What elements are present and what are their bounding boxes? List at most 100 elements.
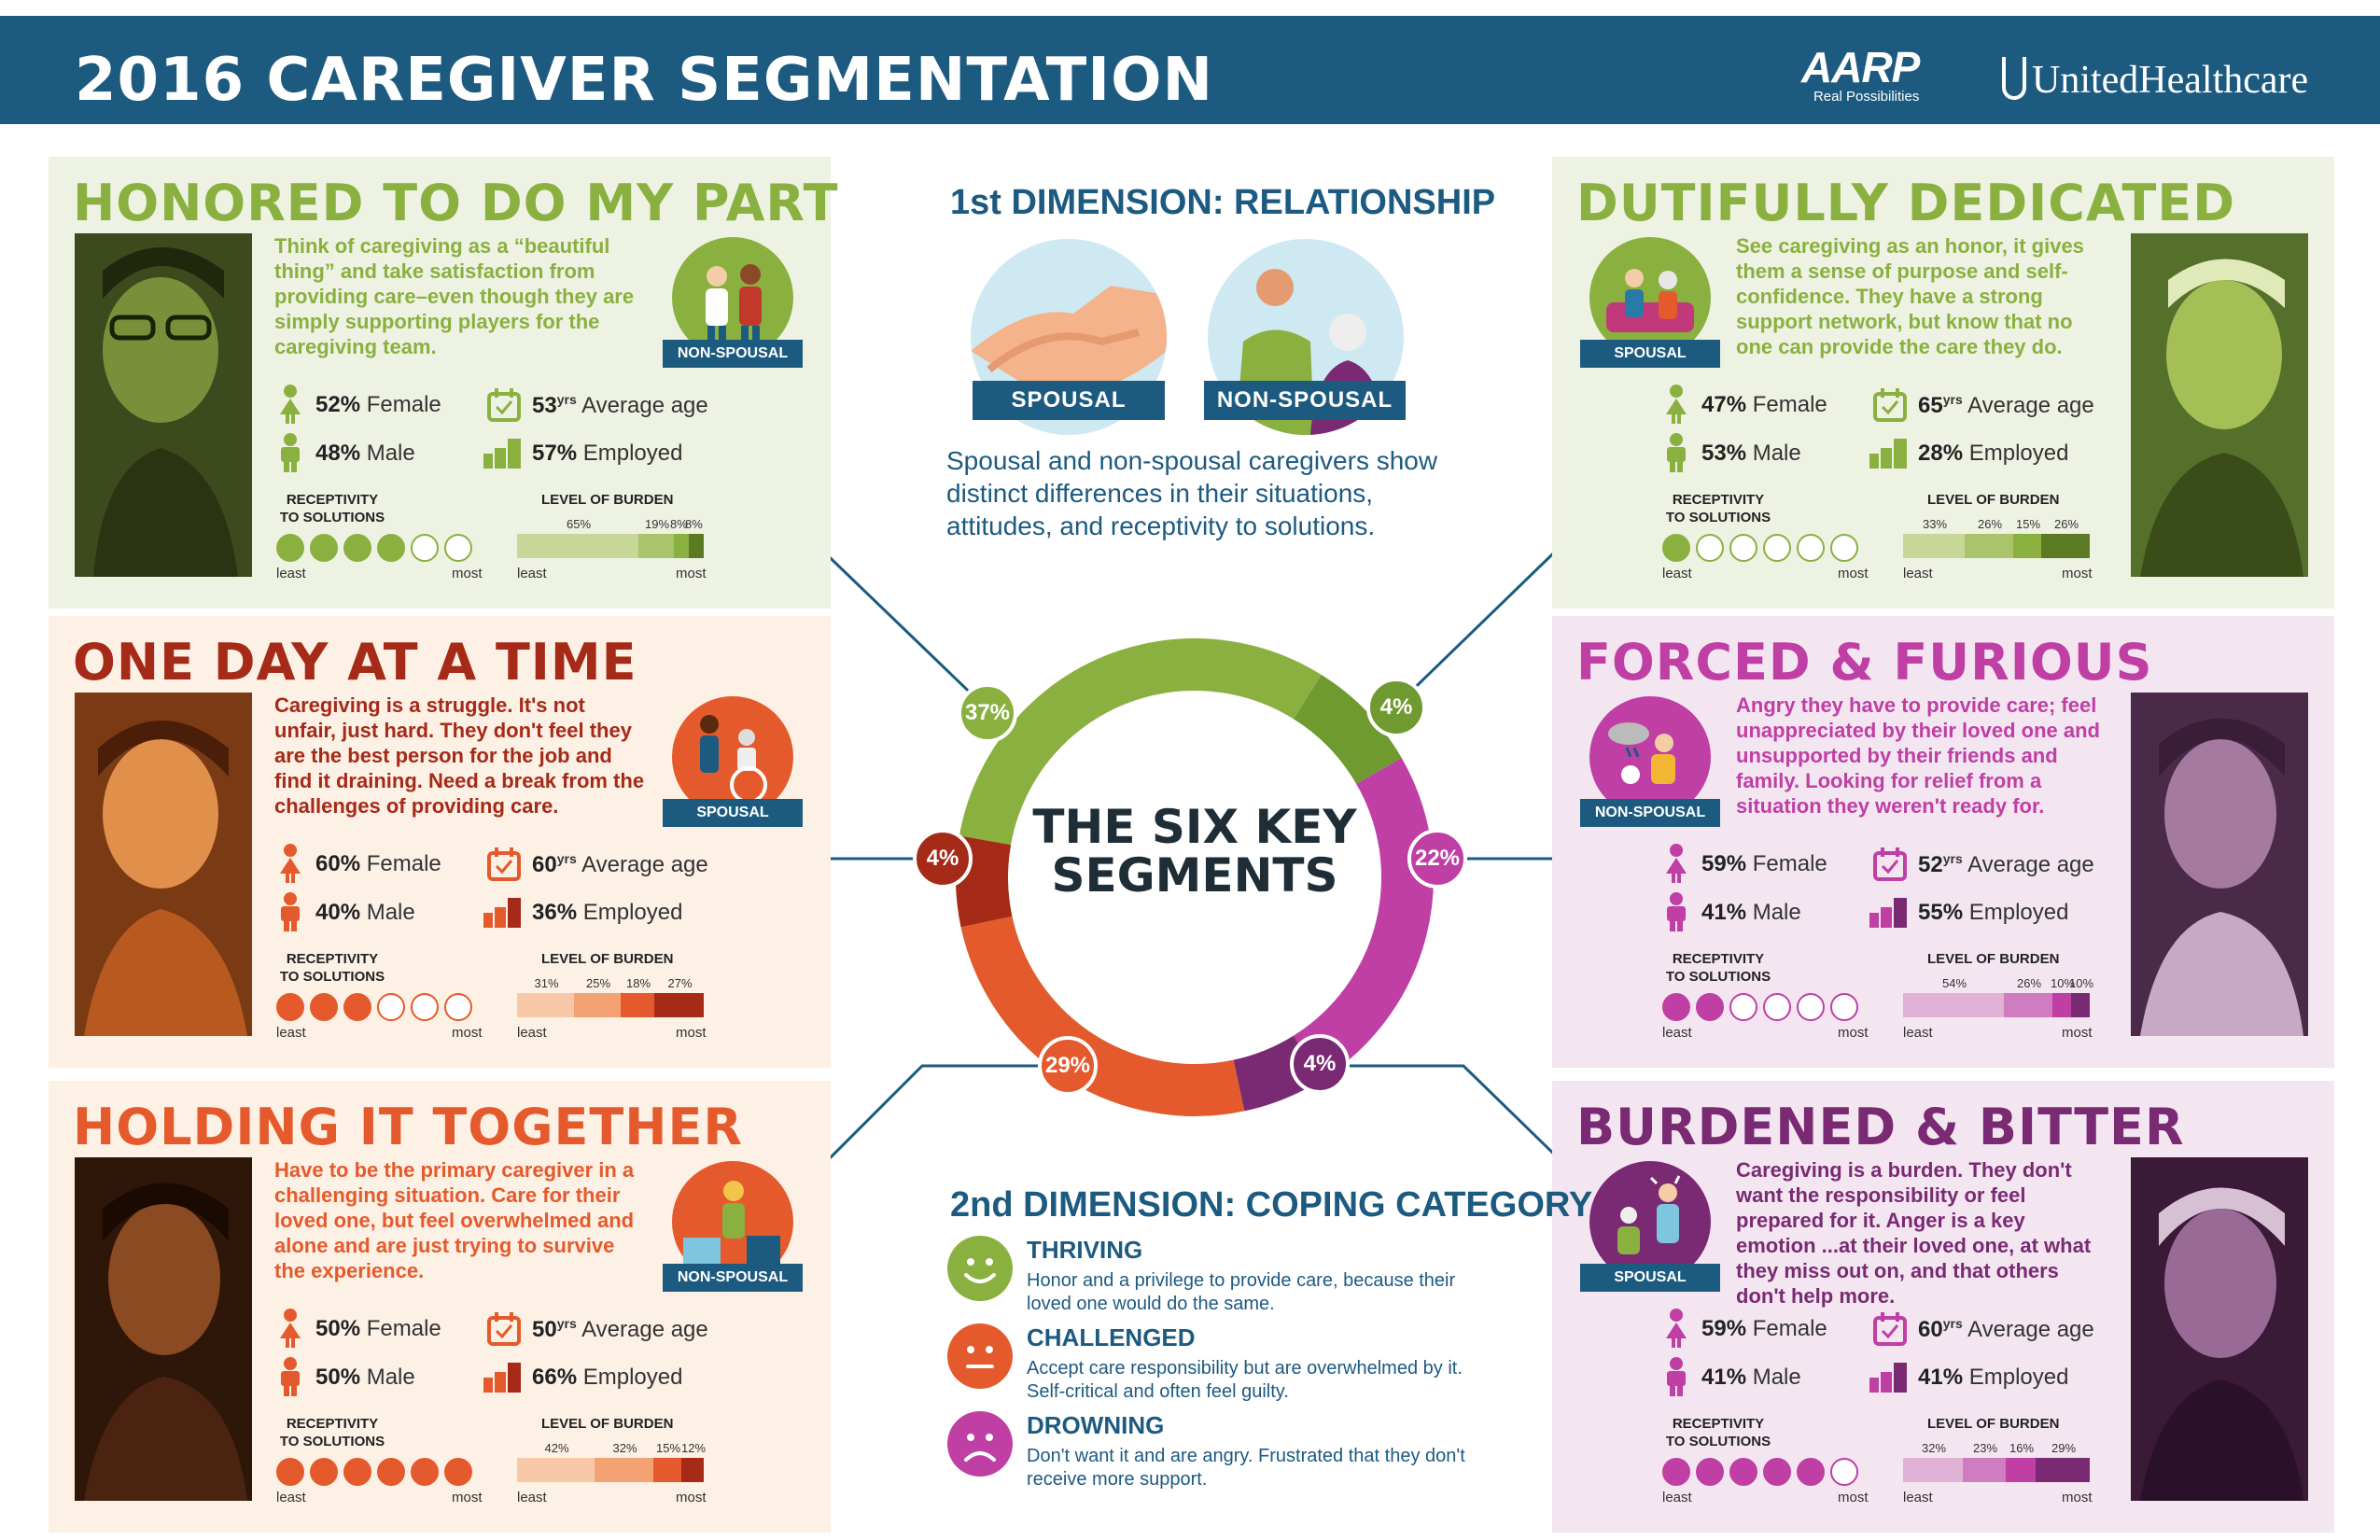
non-spousal-ribbon: NON-SPOUSAL	[1204, 381, 1406, 420]
burden-segment	[674, 534, 689, 558]
burden-pct-label: 16%	[2009, 1441, 2035, 1455]
pct-bubble-holding: 29%	[1038, 1036, 1098, 1096]
burden-heading: LEVEL OF BURDEN	[541, 492, 674, 508]
segment-title: DUTIFULLY DEDICATED	[1576, 174, 2236, 232]
caregiver-photo	[2131, 233, 2308, 577]
age-value: 50	[532, 1317, 557, 1342]
male-icon	[278, 1357, 302, 1401]
receptivity-dot-empty	[1763, 534, 1791, 562]
burden-pct-label: 10%	[2051, 976, 2076, 990]
female-stat: 60% Female	[315, 851, 441, 877]
couple-sofa-icon	[1589, 237, 1711, 358]
burden-segment	[517, 993, 574, 1017]
relationship-badge: NON-SPOUSAL	[1580, 696, 1720, 836]
female-label: Female	[1752, 1316, 1827, 1341]
header-banner: 2016 CAREGIVER SEGMENTATION AARP Real Po…	[0, 16, 2380, 124]
female-stat: 59% Female	[1701, 1316, 1827, 1342]
receptivity-dots	[1662, 534, 1858, 562]
storm-cloud-icon	[1589, 696, 1711, 818]
pct-bubble-honored: 37%	[958, 683, 1017, 743]
to-solutions-label: TO SOLUTIONS	[279, 969, 385, 985]
female-pct: 52%	[315, 392, 361, 417]
most-label: most	[1838, 1025, 1869, 1041]
burden-segment	[653, 1458, 681, 1482]
burden-pct-label: 15%	[2016, 517, 2041, 531]
female-label: Female	[366, 392, 441, 417]
male-label: Male	[366, 900, 415, 925]
female-label: Female	[366, 851, 441, 876]
age-stat: 60yrs Average age	[532, 851, 708, 878]
age-stat: 60yrs Average age	[1918, 1316, 2094, 1343]
receptivity-dot-filled	[276, 534, 304, 562]
happy-face-icon	[947, 1236, 1013, 1301]
caregiver-photo	[2131, 1157, 2308, 1501]
segment-description: See caregiving as an honor, it gives the…	[1736, 234, 2084, 358]
yrs-unit: yrs	[1942, 851, 1963, 866]
male-label: Male	[366, 441, 415, 466]
male-stat: 50% Male	[315, 1365, 415, 1391]
coping-name: THRIVING	[1027, 1236, 1143, 1264]
pct-bubble-oneday: 4%	[913, 829, 973, 889]
receptivity-dots	[1662, 1458, 1858, 1486]
age-value: 60	[1918, 1317, 1943, 1342]
receptivity-dot-filled	[1696, 993, 1724, 1021]
age-label: Average age	[581, 393, 708, 418]
receptivity-dot-empty	[444, 993, 472, 1021]
receptivity-dot-empty	[1830, 1458, 1858, 1486]
receptivity-dots	[1662, 993, 1858, 1021]
burden-pcts: 33%26%15%26%	[1903, 517, 2090, 532]
calendar-icon	[1873, 1312, 1907, 1351]
burden-heading: LEVEL OF BURDEN	[1927, 951, 2060, 967]
male-icon	[278, 892, 302, 936]
spousal-ribbon: SPOUSAL	[973, 381, 1165, 420]
segment-card-forced: FORCED & FURIOUS Angry they have to prov…	[1552, 616, 2334, 1068]
burden-segment	[621, 993, 654, 1017]
age-stat: 52yrs Average age	[1918, 851, 2094, 878]
donut-arc-oneday	[956, 835, 1013, 928]
burden-segment	[1965, 534, 2013, 558]
burden-segment	[1903, 993, 2004, 1017]
receptivity-dot-empty	[411, 534, 439, 562]
relationship-label: SPOUSAL	[663, 799, 803, 827]
employed-label: Employed	[1968, 1365, 2069, 1390]
caregiver-photo	[75, 693, 252, 1036]
unitedhealthcare-logo: UnitedHealthcare	[2002, 57, 2308, 103]
female-stat: 47% Female	[1701, 392, 1827, 418]
male-pct: 40%	[315, 900, 361, 925]
employment-icon	[1869, 898, 1907, 932]
male-stat: 41% Male	[1701, 900, 1801, 926]
male-stat: 53% Male	[1701, 441, 1801, 467]
burden-bar	[1903, 1458, 2090, 1482]
male-icon	[1664, 1357, 1688, 1401]
age-label: Average age	[1967, 852, 2094, 877]
aarp-logo: AARP Real Possibilities	[1801, 42, 1920, 105]
burden-heading: LEVEL OF BURDEN	[541, 951, 674, 967]
receptivity-dots	[276, 534, 472, 562]
burden-pct-label: 54%	[1942, 976, 1967, 990]
female-stat: 52% Female	[315, 392, 441, 418]
receptivity-dots	[276, 1458, 472, 1486]
male-stat: 41% Male	[1701, 1365, 1801, 1391]
burden-heading: LEVEL OF BURDEN	[1927, 1416, 2060, 1432]
receptivity-dot-filled	[377, 1458, 405, 1486]
employment-icon	[483, 439, 521, 473]
employed-label: Employed	[582, 1365, 683, 1390]
receptivity-dot-filled	[310, 534, 338, 562]
coping-name: CHALLENGED	[1027, 1323, 1196, 1351]
aarp-logo-text: AARP	[1801, 43, 1920, 91]
burden-bar	[517, 1458, 704, 1482]
employed-label: Employed	[582, 900, 683, 925]
female-label: Female	[1752, 851, 1827, 876]
burden-pct-label: 18%	[626, 976, 651, 990]
burden-pct-label: 26%	[2054, 517, 2079, 531]
age-value: 53	[532, 393, 557, 418]
yrs-unit: yrs	[556, 851, 577, 866]
male-label: Male	[1752, 1365, 1801, 1390]
receptivity-dot-empty	[1696, 534, 1724, 562]
employed-pct: 55%	[1918, 900, 1964, 925]
burden-segment	[1903, 1458, 1963, 1482]
employed-pct: 36%	[532, 900, 578, 925]
coping-description: Don't want it and are angry. Frustrated …	[1027, 1446, 1465, 1490]
dimension-1-description: Spousal and non-spousal caregivers show …	[946, 446, 1438, 540]
burden-pcts: 32%23%16%29%	[1903, 1441, 2090, 1456]
